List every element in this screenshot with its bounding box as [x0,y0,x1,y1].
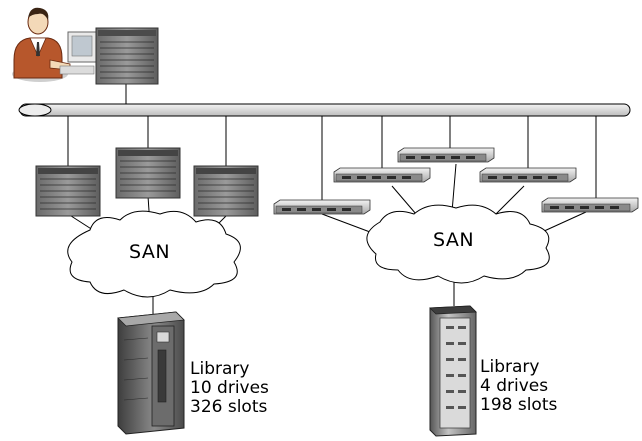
right-library-slots: 198 slots [480,395,558,416]
top-rack-server-icon [95,27,159,85]
left-library-slots: 326 slots [190,397,268,418]
right-1u-server-icon-1 [273,199,371,215]
right-library-label: Library 4 drives 198 slots [480,357,558,416]
left-tape-library-icon [117,311,185,435]
left-san-label: SAN [129,241,171,263]
right-1u-server-icon-3 [397,147,495,163]
right-library-drives: 4 drives [480,376,549,397]
left-library-title: Library [190,359,250,379]
right-1u-server-icon-2 [333,167,431,183]
connection-lines [67,84,597,318]
right-1u-server-icon-5 [541,197,639,213]
link-right-server-2-san [391,185,417,215]
link-right-server-3-san [451,163,457,213]
left-library-drives: 10 drives [190,378,269,399]
left-san-cloud [67,210,241,298]
admin-user-icon [12,7,97,82]
link-right-server-5-san [541,211,587,233]
right-tape-library-tower-icon [429,305,477,437]
left-rack-server-icon-1 [35,165,101,217]
link-right-server-1-san [321,213,371,233]
right-san-label: SAN [433,229,475,251]
right-1u-server-icon-4 [479,167,577,183]
link-right-server-4-san [495,185,525,215]
left-library-label: Library 10 drives 326 slots [190,359,269,418]
right-san-cloud [366,204,550,284]
left-rack-server-icon-3 [193,165,259,217]
left-rack-server-icon-2 [115,147,181,199]
right-library-title: Library [480,357,540,377]
network-backbone-pipe [18,103,631,117]
